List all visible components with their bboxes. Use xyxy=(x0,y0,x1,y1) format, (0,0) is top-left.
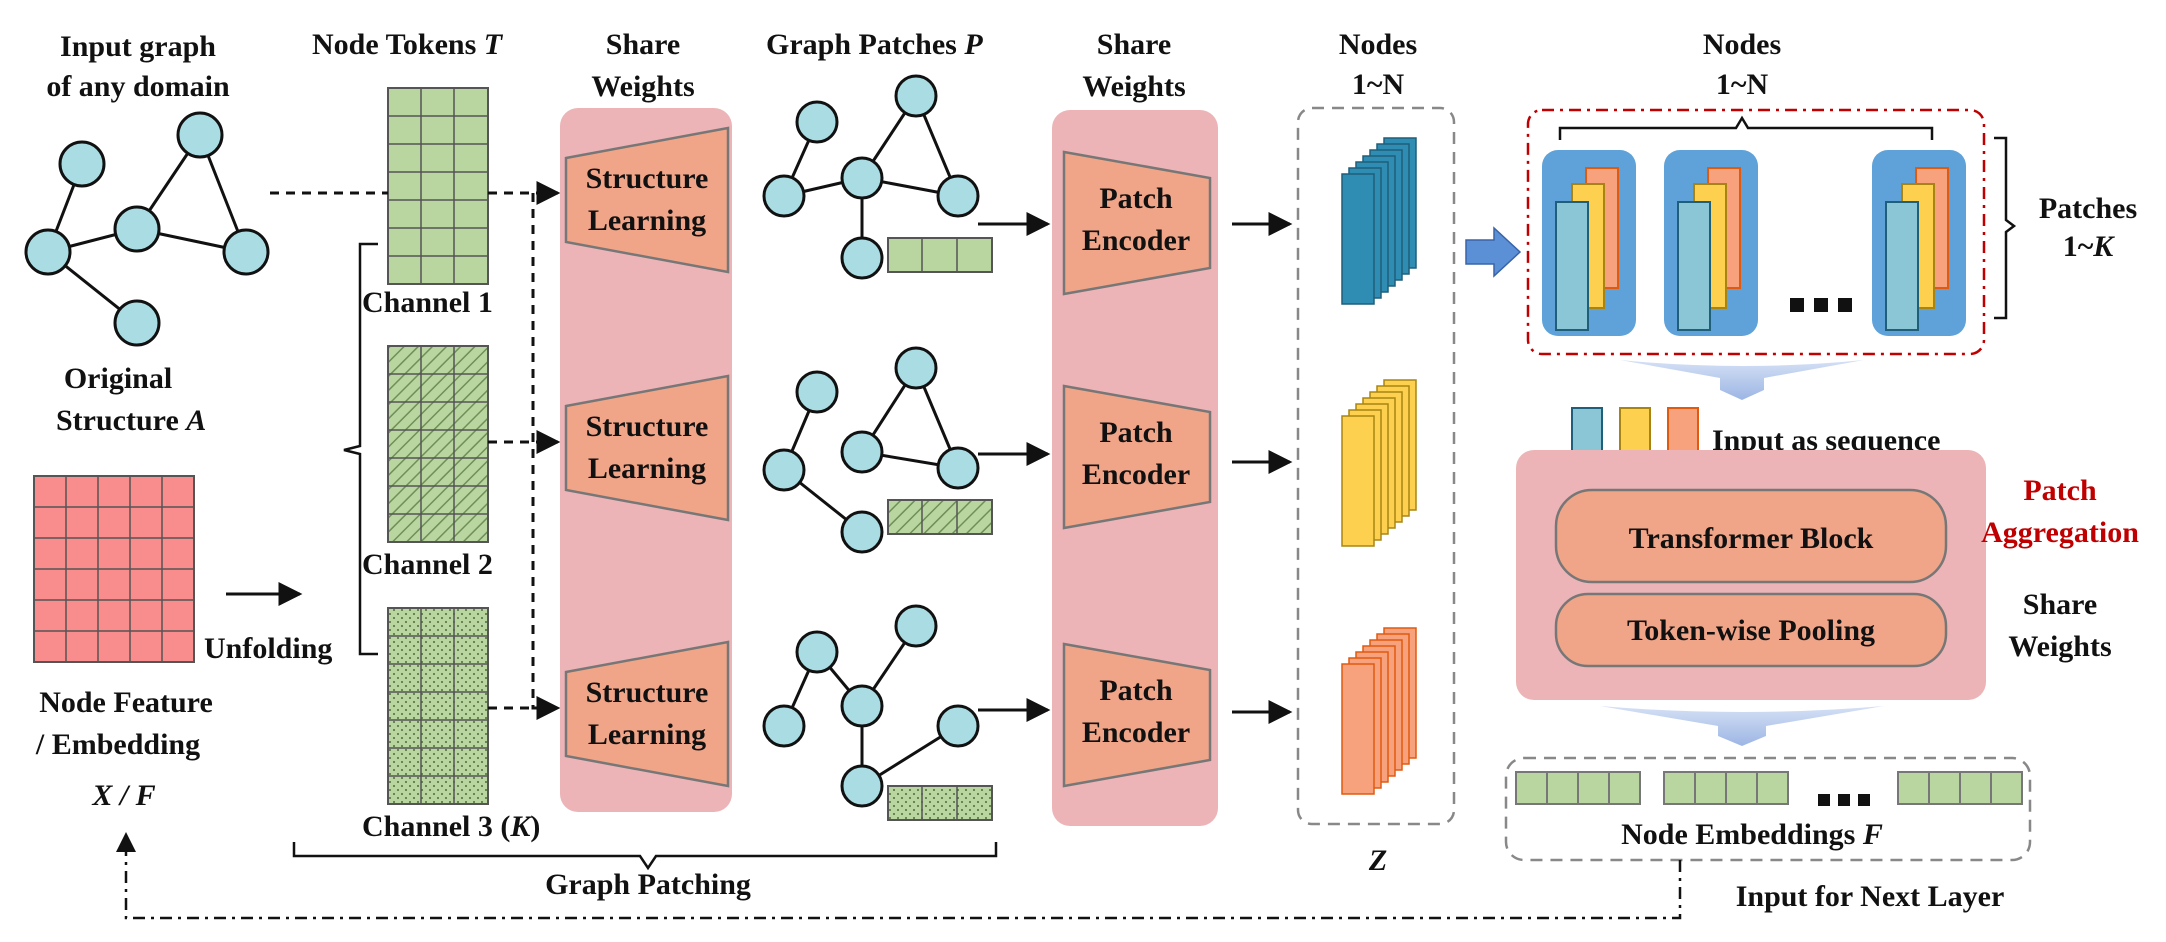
svg-text:Structure: Structure xyxy=(586,676,709,709)
blue-arrow-icon xyxy=(1465,226,1522,278)
patch-encoder-module-2: Patch Encoder xyxy=(1062,384,1212,530)
node-feature-label-1: Node Feature xyxy=(39,686,213,719)
channel-3-label: Channel 3 (K) xyxy=(362,810,540,843)
patch-encoder-module-1: Patch Encoder xyxy=(1062,150,1212,296)
z-stack-yellow xyxy=(1341,379,1417,547)
graph-node xyxy=(176,111,224,159)
structure-learning-module-1: Structure Learning xyxy=(564,126,730,274)
share-weights-3b: Weights xyxy=(2008,630,2111,663)
svg-text:Encoder: Encoder xyxy=(1082,716,1190,749)
token-channel-3 xyxy=(387,607,489,805)
share-weights-2b: Weights xyxy=(1082,70,1185,103)
share-weights-1b: Weights xyxy=(591,70,694,103)
graph-patch-2 xyxy=(762,346,993,554)
structure-learning-module-2: Structure Learning xyxy=(564,374,730,522)
patch-aggregation-label-2: Aggregation xyxy=(1981,516,2139,549)
svg-text:Patch: Patch xyxy=(1099,182,1173,215)
patch-group-2 xyxy=(1664,150,1758,336)
svg-text:Structure: Structure xyxy=(586,162,709,195)
share-weights-2a: Share xyxy=(1097,28,1171,61)
input-next-layer-label: Input for Next Layer xyxy=(1736,880,2005,913)
input-graph xyxy=(24,111,270,347)
ellipsis-icon xyxy=(1790,298,1852,312)
original-structure-label-2: Structure A xyxy=(56,404,206,437)
patch-group-1 xyxy=(1542,150,1636,336)
svg-text:Learning: Learning xyxy=(588,452,706,485)
graph-node xyxy=(58,140,106,188)
svg-text:Encoder: Encoder xyxy=(1082,458,1190,491)
ellipsis-icon-2 xyxy=(1818,794,1870,806)
node-feature-label-2: / Embedding xyxy=(35,728,200,761)
nodes-label-1b: 1~N xyxy=(1352,68,1405,101)
fade-arrow-down-icon-2 xyxy=(1600,706,1884,746)
patches-label-a: Patches xyxy=(2039,192,2137,225)
embedding-vectors xyxy=(1515,771,2023,805)
patches-brace xyxy=(1994,136,2017,320)
input-graph-title-1: Input graph xyxy=(60,30,216,63)
svg-text:Encoder: Encoder xyxy=(1082,224,1190,257)
node-feature-matrix xyxy=(33,475,195,663)
nodes-label-1a: Nodes xyxy=(1339,28,1417,61)
share-weights-3a: Share xyxy=(2023,588,2097,621)
node-embeddings-label: Node Embeddings F xyxy=(1621,818,1883,851)
z-container xyxy=(1296,106,1456,826)
graph-patch-3 xyxy=(762,604,993,821)
node-tokens-title: Node Tokens T xyxy=(312,28,504,61)
channel-2-label: Channel 2 xyxy=(362,548,493,581)
node-embeddings-container xyxy=(1504,756,2032,862)
graph-patching-label: Graph Patching xyxy=(545,868,751,901)
channel-1-label: Channel 1 xyxy=(362,286,493,319)
svg-text:Learning: Learning xyxy=(588,204,706,237)
graph-patch-1 xyxy=(762,74,993,280)
svg-text:Patch: Patch xyxy=(1099,674,1173,707)
token-wise-pooling: Token-wise Pooling xyxy=(1554,592,1948,668)
z-label: Z xyxy=(1368,844,1387,877)
dashed-arrows xyxy=(270,181,561,720)
unfolding-label: Unfolding xyxy=(204,632,332,665)
fade-arrow-down-icon xyxy=(1620,360,1864,400)
feedback-arrow xyxy=(116,832,1682,920)
svg-text:Structure: Structure xyxy=(586,410,709,443)
graph-node xyxy=(113,205,161,253)
patch-to-encoder-arrows xyxy=(978,212,1051,722)
graph-node xyxy=(222,228,270,276)
graph-patches-title: Graph Patches P xyxy=(766,28,983,61)
input-graph-title-2: of any domain xyxy=(46,70,230,103)
structure-learning-module-3: Structure Learning xyxy=(564,640,730,788)
patch-encoder-module-3: Patch Encoder xyxy=(1062,642,1212,788)
token-channel-1 xyxy=(387,87,489,285)
patch-aggregation-label-1: Patch xyxy=(2023,474,2097,507)
svg-text:Transformer Block: Transformer Block xyxy=(1629,522,1874,555)
nodes-label-2a: Nodes xyxy=(1703,28,1781,61)
graph-node xyxy=(24,228,72,276)
patch-group-k xyxy=(1872,150,1966,336)
z-stack-blue xyxy=(1341,137,1417,305)
graph-node xyxy=(113,299,161,347)
z-stack-orange xyxy=(1341,627,1417,795)
original-structure-label-1: Original xyxy=(64,362,172,395)
svg-text:Patch: Patch xyxy=(1099,416,1173,449)
svg-text:Token-wise Pooling: Token-wise Pooling xyxy=(1627,614,1875,647)
patches-label-b: 1~K xyxy=(2063,230,2116,263)
channel-brace xyxy=(343,242,378,656)
node-feature-var: X / F xyxy=(91,779,155,812)
nodes-brace xyxy=(1558,115,1934,140)
patches-container xyxy=(1526,108,1986,356)
token-channel-2 xyxy=(387,345,489,543)
encoder-to-z-arrows xyxy=(1232,212,1293,724)
share-weights-1a: Share xyxy=(606,28,680,61)
transformer-block: Transformer Block xyxy=(1554,488,1948,584)
svg-text:Learning: Learning xyxy=(588,718,706,751)
nodes-label-2b: 1~N xyxy=(1716,68,1769,101)
graph-patching-brace xyxy=(292,842,998,871)
